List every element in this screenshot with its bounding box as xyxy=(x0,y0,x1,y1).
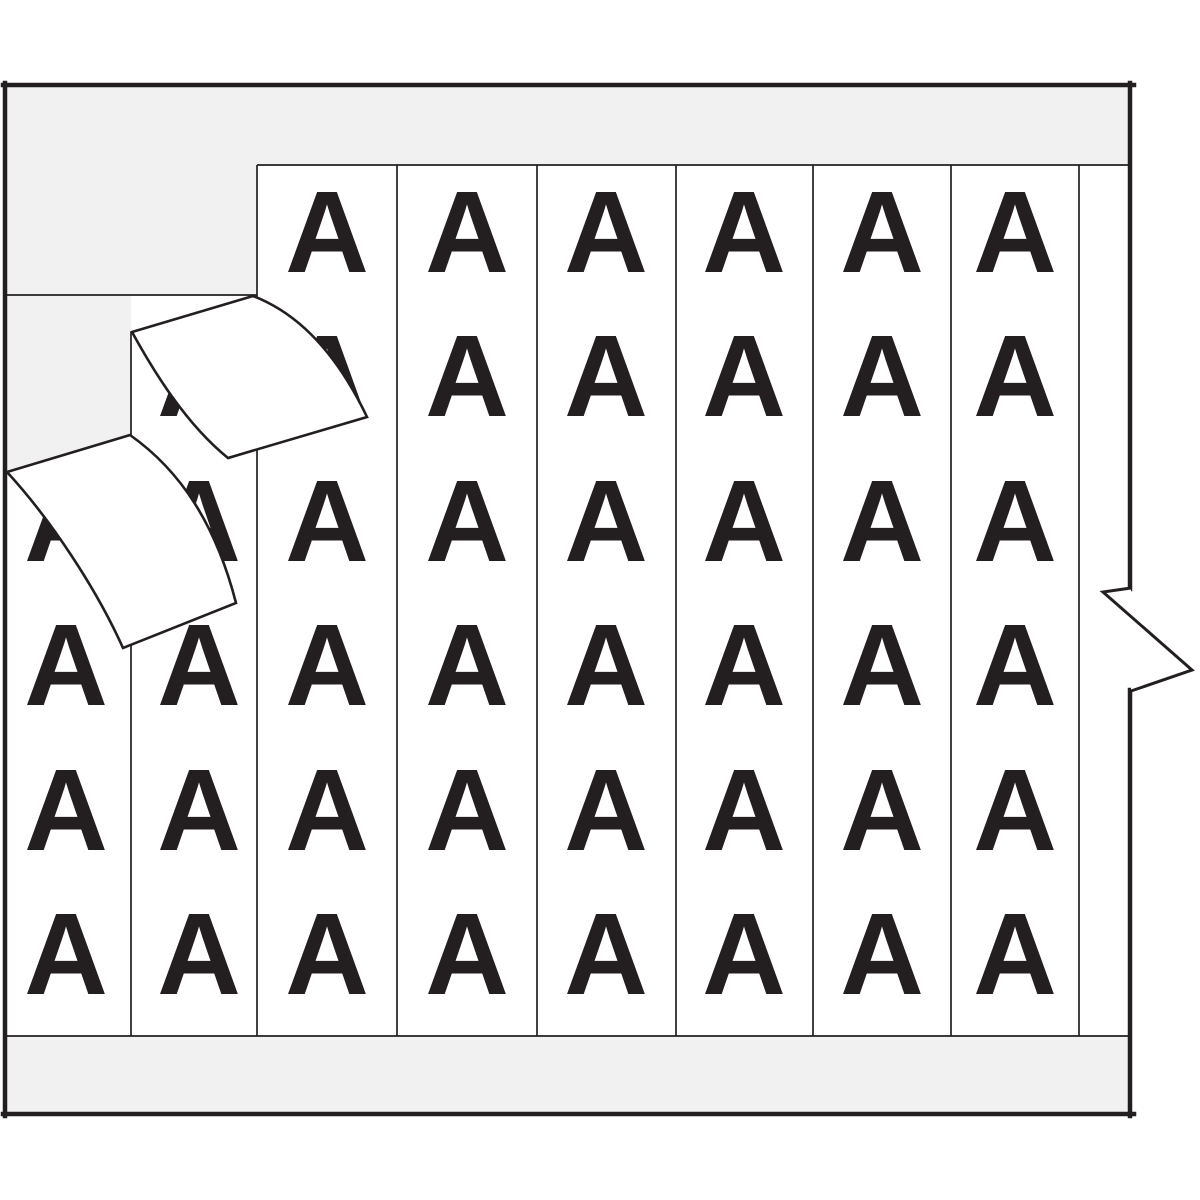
marker-letter: A xyxy=(973,167,1057,297)
marker-letter: A xyxy=(425,167,509,297)
marker-letter: A xyxy=(564,456,648,586)
marker-letter: A xyxy=(564,745,648,875)
peeling-label-upper xyxy=(130,294,369,460)
marker-letter: A xyxy=(24,600,108,730)
marker-letter: A xyxy=(564,167,648,297)
marker-letter: A xyxy=(425,311,509,441)
marker-letter: A xyxy=(285,889,369,1019)
marker-letter: A xyxy=(702,311,786,441)
peeling-label-lower xyxy=(4,433,238,650)
marker-letter: A xyxy=(702,456,786,586)
marker-letter: A xyxy=(425,745,509,875)
marker-letter: A xyxy=(285,456,369,586)
marker-letter: A xyxy=(973,600,1057,730)
marker-letter: A xyxy=(840,456,924,586)
marker-letter: A xyxy=(702,889,786,1019)
marker-column-6: A A A A A A xyxy=(702,167,786,1019)
marker-letter: A xyxy=(425,889,509,1019)
marker-column-7: A A A A A A xyxy=(840,167,924,1019)
marker-letter: A xyxy=(973,889,1057,1019)
torn-edge-notch-fill xyxy=(1103,588,1192,691)
marker-letter: A xyxy=(24,745,108,875)
marker-letter: A xyxy=(973,311,1057,441)
marker-letter: A xyxy=(285,167,369,297)
marker-letter: A xyxy=(157,745,241,875)
marker-letter: A xyxy=(285,600,369,730)
marker-column-8: A A A A A A xyxy=(973,167,1057,1019)
marker-letter: A xyxy=(840,889,924,1019)
marker-letter: A xyxy=(840,600,924,730)
die-cut-lines xyxy=(5,164,1132,1037)
marker-letter: A xyxy=(973,456,1057,586)
card-border xyxy=(0,80,1137,1119)
marker-letter: A xyxy=(702,745,786,875)
marker-letter: A xyxy=(285,745,369,875)
marker-letter: A xyxy=(425,600,509,730)
marker-letter: A xyxy=(702,167,786,297)
marker-letter: A xyxy=(157,889,241,1019)
marker-letter: A xyxy=(564,889,648,1019)
marker-letter: A xyxy=(840,745,924,875)
marker-letter: A xyxy=(840,167,924,297)
marker-column-3: A A A A A A xyxy=(285,167,369,1019)
torn-edge-notch-icon xyxy=(1099,586,1195,693)
marker-letter: A xyxy=(702,600,786,730)
torn-edge-notch-outline xyxy=(1099,586,1195,693)
label-strip-main-area xyxy=(257,165,1132,1036)
marker-letter: A xyxy=(564,311,648,441)
marker-letter: A xyxy=(973,745,1057,875)
marker-column-4: A A A A A A xyxy=(425,167,509,1019)
marker-letter: A xyxy=(840,311,924,441)
marker-letter: A xyxy=(425,456,509,586)
marker-column-5: A A A A A A xyxy=(564,167,648,1019)
marker-letter: A xyxy=(564,600,648,730)
marker-letter: A xyxy=(24,889,108,1019)
